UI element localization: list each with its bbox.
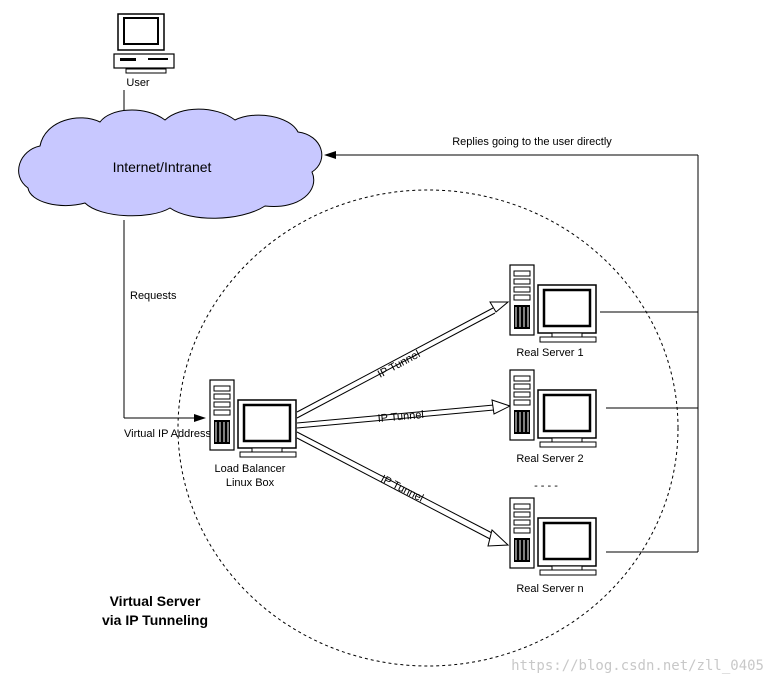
tunnel-arrow-3 xyxy=(296,431,510,547)
real-server-n-icon xyxy=(508,496,598,577)
title-line1: Virtual Server xyxy=(110,593,201,609)
virtual-server-boundary xyxy=(177,189,679,667)
internet-cloud xyxy=(18,108,323,219)
server-n-label: Real Server n xyxy=(516,583,583,595)
lb-label-line2: Linux Box xyxy=(226,477,275,489)
title-line2: via IP Tunneling xyxy=(102,612,208,628)
ellipsis-label: - - - - xyxy=(534,480,558,492)
tunnel-label-3: IP Tunnel xyxy=(379,473,426,505)
vip-label: Virtual IP Address xyxy=(124,428,212,440)
replies-arrowhead xyxy=(324,151,336,159)
load-balancer-icon xyxy=(208,378,298,459)
requests-arrowhead xyxy=(194,414,206,422)
tunnel-arrow-2 xyxy=(296,399,512,429)
real-server-2-icon xyxy=(508,368,598,449)
lb-label-line1: Load Balancer xyxy=(215,463,286,475)
server-1-label: Real Server 1 xyxy=(516,347,583,359)
user-label: User xyxy=(126,77,150,89)
watermark: https://blog.csdn.net/zll_0405 xyxy=(511,658,764,674)
cloud-label: Internet/Intranet xyxy=(113,159,212,175)
server-2-label: Real Server 2 xyxy=(516,453,583,465)
tunnel-arrow-1 xyxy=(296,301,510,419)
real-server-1-icon xyxy=(508,263,598,344)
replies-label: Replies going to the user directly xyxy=(452,136,612,148)
tunnel-label-2: IP Tunnel xyxy=(377,409,424,425)
user-computer-icon xyxy=(113,13,175,74)
requests-label: Requests xyxy=(130,290,177,302)
tunnel-label-1: IP Tunnel xyxy=(376,348,422,380)
